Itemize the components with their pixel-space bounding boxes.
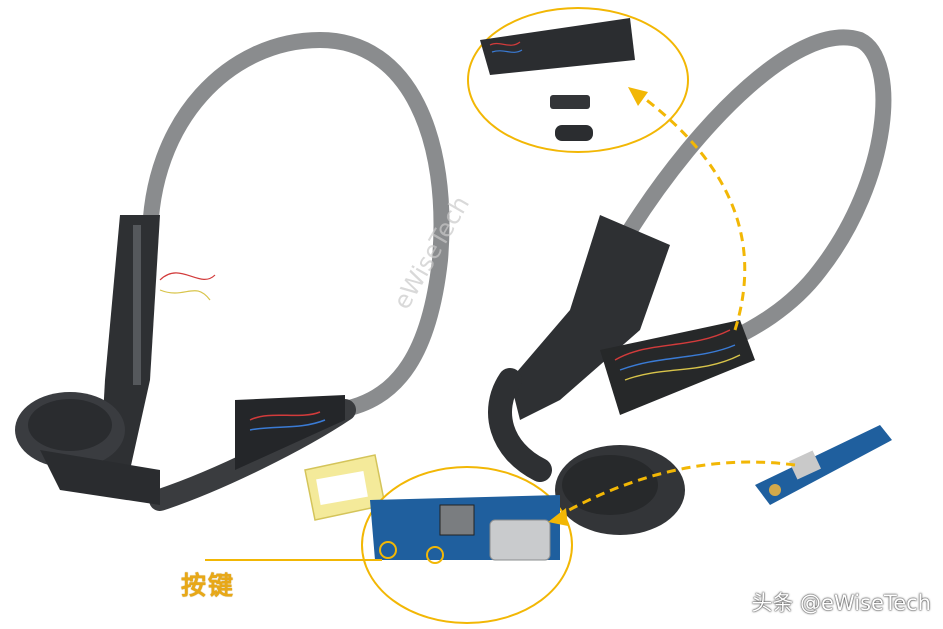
left-wires bbox=[159, 272, 216, 281]
left-open-compartment bbox=[235, 395, 345, 470]
battery-pouch bbox=[304, 454, 386, 521]
button-marker-2 bbox=[426, 546, 444, 564]
right-lower-arm bbox=[488, 368, 552, 482]
pcb-chip bbox=[439, 504, 475, 536]
corner-watermark: 头条 @eWiseTech bbox=[751, 591, 931, 615]
left-lower-body bbox=[40, 450, 160, 505]
right-open-compartment bbox=[600, 320, 755, 415]
button-callout-label: 按键 bbox=[181, 571, 236, 600]
left-headset bbox=[15, 31, 450, 511]
right-headset bbox=[488, 29, 892, 535]
housing-shell-part bbox=[480, 18, 635, 75]
dashed-arrow-to-top-callout bbox=[639, 93, 747, 331]
right-earhook-arm bbox=[510, 215, 670, 420]
button-marker-1 bbox=[379, 541, 397, 559]
small-pcb-board bbox=[755, 425, 892, 505]
left-earhook-arm bbox=[100, 215, 160, 470]
left-neckband-cable bbox=[142, 31, 450, 418]
arrowhead-bottom bbox=[548, 508, 568, 526]
bottom-detail-callout bbox=[361, 466, 573, 624]
dashed-arrow-pcb-to-bottom bbox=[559, 460, 796, 517]
top-detail-callout bbox=[467, 7, 689, 153]
button-rubber-part bbox=[550, 95, 590, 109]
usb-c-port bbox=[489, 519, 551, 561]
arrowhead-top bbox=[628, 87, 648, 106]
left-arm-stripe bbox=[133, 225, 141, 385]
button-cap-part bbox=[555, 125, 593, 141]
right-neckband-cable bbox=[622, 29, 892, 348]
